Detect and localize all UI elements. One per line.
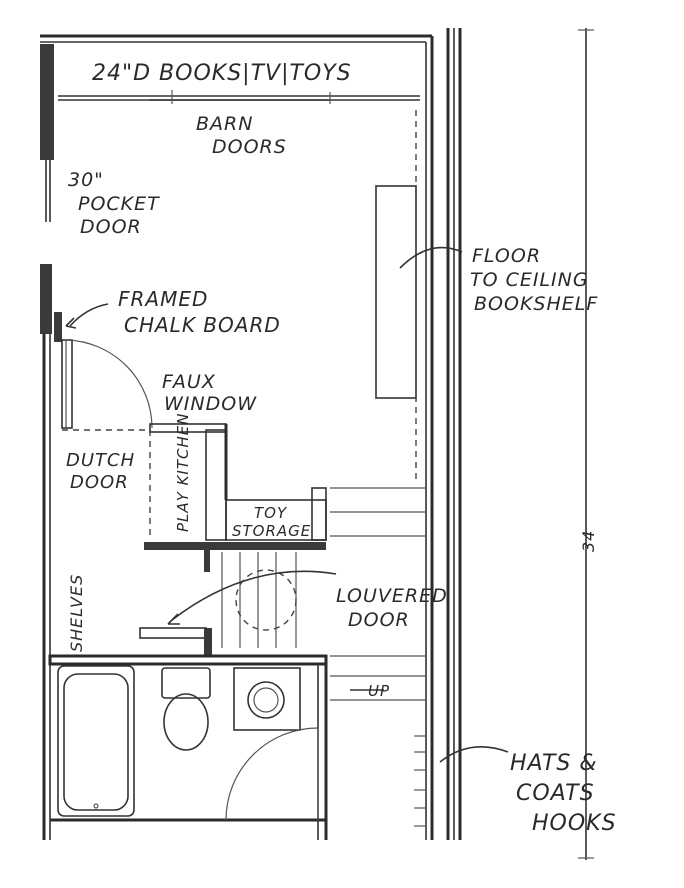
bathroom (48, 654, 328, 840)
bath-door-swing (225, 727, 319, 821)
label-bookshelf-3: BOOKSHELF (474, 293, 598, 315)
label-hooks-1: HATS & (510, 751, 598, 776)
louvered-door (139, 552, 297, 656)
label-toy-1: TOY (254, 504, 288, 522)
label-dutch-2: DOOR (70, 472, 129, 493)
label-chalk-1: FRAMED (118, 287, 208, 311)
label-dutch-1: DUTCH (66, 450, 135, 471)
label-faux-2: WINDOW (164, 393, 257, 415)
bathtub (57, 665, 135, 817)
label-shelf-top: 24"D BOOKS|TV|TOYS (92, 61, 352, 86)
label-up: UP (368, 682, 390, 700)
left-wall (40, 44, 62, 840)
toilet-tank (161, 667, 211, 699)
outer-walls (40, 28, 462, 840)
label-bookshelf-1: FLOOR (472, 245, 541, 267)
label-bookshelf-2: TO CEILING (470, 269, 589, 291)
toy-storage (225, 487, 327, 541)
hooks (414, 735, 426, 827)
label-hooks-3: HOOKS (532, 811, 617, 836)
label-dimension: 34 (579, 530, 598, 552)
label-barn-doors-1: BARN (196, 113, 253, 135)
label-chalk-2: CHALK BOARD (124, 313, 281, 337)
mid-wall (144, 542, 326, 572)
label-toy-2: STORAGE (232, 522, 311, 540)
toilet-bowl (163, 693, 209, 751)
bookshelf-outline (375, 185, 417, 399)
dimension-line (578, 28, 594, 860)
label-pocket-2: POCKET (78, 193, 160, 215)
label-barn-doors-2: DOORS (212, 136, 287, 158)
dashed-boundary (62, 110, 417, 540)
play-kitchen-box (149, 423, 228, 541)
dutch-door (61, 339, 153, 429)
top-shelf (58, 90, 420, 104)
leader-lines (65, 246, 509, 763)
label-faux-1: FAUX (162, 371, 216, 393)
label-louvered-1: LOUVERED (336, 585, 448, 607)
label-louvered-2: DOOR (348, 609, 410, 631)
label-pocket-1: 30" (68, 169, 104, 191)
label-hooks-2: COATS (516, 781, 595, 806)
sink-cabinet (233, 667, 301, 731)
label-pocket-3: DOOR (80, 216, 142, 238)
stairs (330, 487, 426, 701)
label-shelves: SHELVES (67, 574, 86, 652)
label-play-kitchen: PLAY KITCHEN (174, 413, 192, 532)
